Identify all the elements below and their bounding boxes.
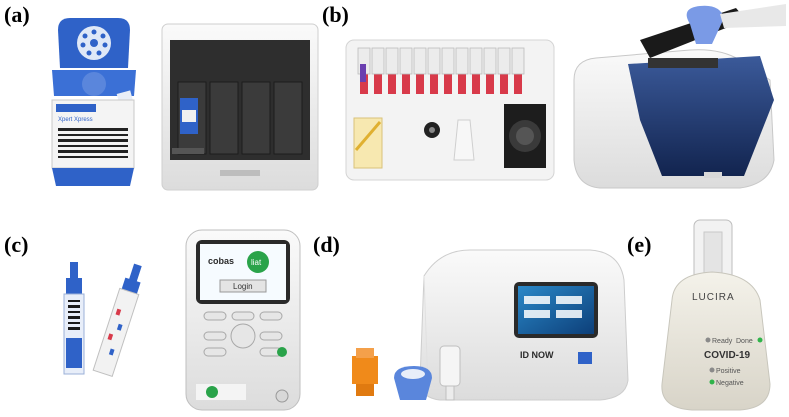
xpert-brand-text: Xpert Xpress — [58, 117, 93, 123]
benchtop-analyzer — [573, 4, 786, 189]
cobas-screen-brand: cobas — [208, 256, 234, 266]
panel-label-d: (d) — [313, 232, 340, 257]
lucira-done-text: Done — [736, 338, 753, 345]
cobas-screen-suffix: liat — [251, 258, 262, 267]
genexpert-instrument — [161, 23, 319, 191]
id-now-consumables — [352, 345, 461, 401]
panel-label-c: (c) — [4, 232, 29, 257]
lucira-negative-text: Negative — [716, 380, 744, 387]
id-now-instrument: ID NOW — [419, 249, 629, 401]
lucira-ready-text: Ready — [712, 338, 733, 345]
cobas-login-text: Login — [233, 282, 253, 291]
panel-label-b: (b) — [322, 2, 349, 27]
panel-label-a: (a) — [4, 2, 30, 27]
liat-tube-2 — [92, 263, 142, 377]
idnow-brand-text: ID NOW — [520, 350, 554, 360]
cobas-liat-analyzer: cobas liat Login — [185, 229, 301, 411]
lucira-covid-text: COVID-19 — [704, 350, 751, 361]
panel-label-e: (e) — [627, 232, 652, 257]
lucira-positive-text: Positive — [716, 368, 741, 375]
lucira-test-kit: LUCIRA Ready Done COVID-19 Positive Nega… — [661, 219, 771, 411]
lucira-brand-text: LUCIRA — [692, 292, 735, 303]
liat-tube-1 — [63, 262, 85, 375]
xpert-cartridge: Xpert Xpress — [51, 18, 136, 186]
cartridge-rack-device — [345, 39, 555, 181]
